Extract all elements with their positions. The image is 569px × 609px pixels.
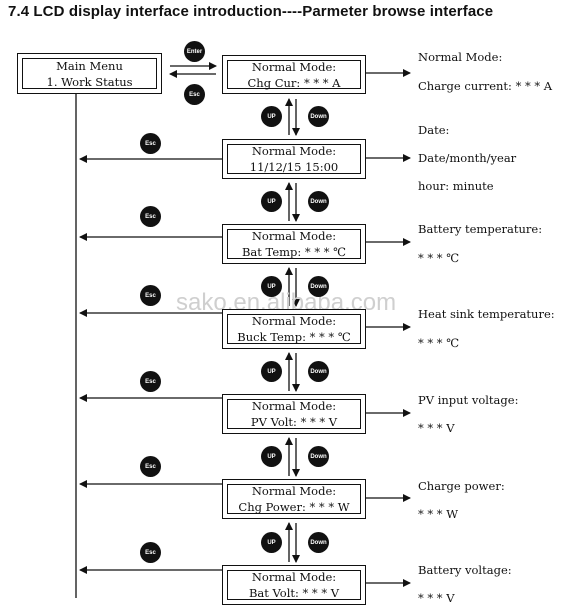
desc-charge-current-value: Charge current: * * * A [418, 79, 553, 93]
desc-time-format: hour: minute [418, 179, 494, 193]
lcd-screen-date: Normal Mode: 11/12/15 15:00 [222, 139, 366, 179]
desc-pv-voltage-title: PV input voltage: [418, 393, 519, 407]
enter-button[interactable]: Enter [184, 41, 205, 62]
screen-value: Chg Cur: * * * A [247, 75, 341, 90]
esc-button[interactable]: Esc [140, 542, 161, 563]
screen-value: Buck Temp: * * * ℃ [237, 330, 351, 344]
desc-charge-power-title: Charge power: [418, 479, 505, 493]
desc-heat-sink-temp-value: * * * ℃ [418, 336, 460, 350]
esc-button[interactable]: Esc [140, 285, 161, 306]
lcd-screen-battery-temp: Normal Mode: Bat Temp: * * * ℃ [222, 224, 366, 264]
esc-button[interactable]: Esc [140, 206, 161, 227]
down-button[interactable]: Down [308, 361, 329, 382]
up-button[interactable]: UP [261, 191, 282, 212]
esc-button[interactable]: Esc [140, 456, 161, 477]
main-menu-item: 1. Work Status [46, 74, 133, 89]
screen-value: PV Volt: * * * V [250, 415, 338, 429]
main-menu-title: Main Menu [56, 58, 123, 73]
screen-value: Bat Temp: * * * ℃ [241, 245, 347, 259]
desc-battery-temp-title: Battery temperature: [418, 222, 543, 236]
screen-value: 11/12/15 15:00 [249, 160, 339, 174]
down-button[interactable]: Down [308, 191, 329, 212]
down-button[interactable]: Down [308, 276, 329, 297]
lcd-screen-battery-volt: Normal Mode: Bat Volt: * * * V [222, 565, 366, 605]
screen-value: Bat Volt: * * * V [248, 586, 340, 600]
screen-mode-label: Normal Mode: [251, 484, 337, 498]
esc-button[interactable]: Esc [140, 133, 161, 154]
desc-heat-sink-temp-title: Heat sink temperature: [418, 307, 555, 321]
lcd-screen-pv-volt: Normal Mode: PV Volt: * * * V [222, 394, 366, 434]
up-button[interactable]: UP [261, 532, 282, 553]
down-button[interactable]: Down [308, 106, 329, 127]
desc-battery-voltage-title: Battery voltage: [418, 563, 512, 577]
screen-mode-label: Normal Mode: [251, 59, 337, 74]
up-button[interactable]: UP [261, 276, 282, 297]
up-button[interactable]: UP [261, 361, 282, 382]
main-menu-display: Main Menu 1. Work Status [17, 53, 162, 94]
esc-button[interactable]: Esc [184, 84, 205, 105]
desc-charge-power-value: * * * W [418, 507, 459, 521]
lcd-screen-charge-current: Normal Mode: Chg Cur: * * * A [222, 55, 366, 94]
screen-mode-label: Normal Mode: [251, 144, 337, 158]
down-button[interactable]: Down [308, 446, 329, 467]
desc-date-title: Date: [418, 123, 450, 137]
page-title: 7.4 LCD display interface introduction--… [8, 3, 494, 20]
desc-battery-temp-value: * * * ℃ [418, 251, 460, 265]
up-button[interactable]: UP [261, 446, 282, 467]
screen-mode-label: Normal Mode: [251, 399, 337, 413]
desc-battery-voltage-value: * * * V [418, 591, 455, 605]
screen-mode-label: Normal Mode: [251, 229, 337, 243]
desc-date-format: Date/month/year [418, 151, 517, 165]
screen-mode-label: Normal Mode: [251, 314, 337, 328]
desc-charge-current-title: Normal Mode: [418, 50, 503, 64]
screen-mode-label: Normal Mode: [251, 570, 337, 584]
down-button[interactable]: Down [308, 532, 329, 553]
screen-value: Chg Power: * * * W [238, 500, 350, 514]
up-button[interactable]: UP [261, 106, 282, 127]
esc-button[interactable]: Esc [140, 371, 161, 392]
lcd-screen-charge-power: Normal Mode: Chg Power: * * * W [222, 479, 366, 519]
lcd-screen-buck-temp: Normal Mode: Buck Temp: * * * ℃ [222, 309, 366, 349]
desc-pv-voltage-value: * * * V [418, 421, 455, 435]
